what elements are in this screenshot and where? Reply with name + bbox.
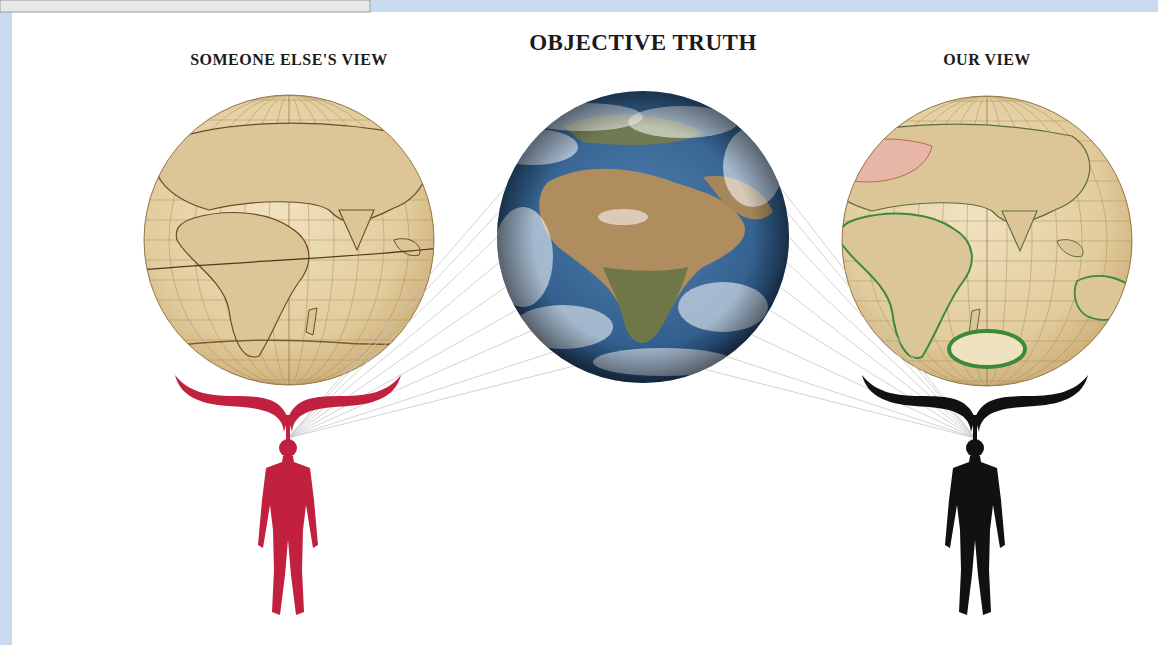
frame-band <box>0 0 1158 12</box>
globe-view: OBJECTIVE TRUTH <box>497 30 789 383</box>
red-figure <box>175 375 401 615</box>
old-map-globe <box>139 90 439 390</box>
view-heading: OBJECTIVE TRUTH <box>525 30 761 56</box>
frame-band <box>0 0 12 645</box>
sight-lines <box>705 187 975 438</box>
old-map-globe <box>818 91 1137 391</box>
frame-tab <box>0 0 370 12</box>
earth-globe <box>488 91 789 383</box>
black-figure <box>862 375 1088 615</box>
globe-view: OUR VIEW <box>842 51 1132 386</box>
view-heading: OUR VIEW <box>939 51 1035 69</box>
view-heading: SOMEONE ELSE'S VIEW <box>186 51 392 69</box>
globe-view: SOMEONE ELSE'S VIEW <box>144 51 434 385</box>
sight-lines <box>288 187 574 438</box>
